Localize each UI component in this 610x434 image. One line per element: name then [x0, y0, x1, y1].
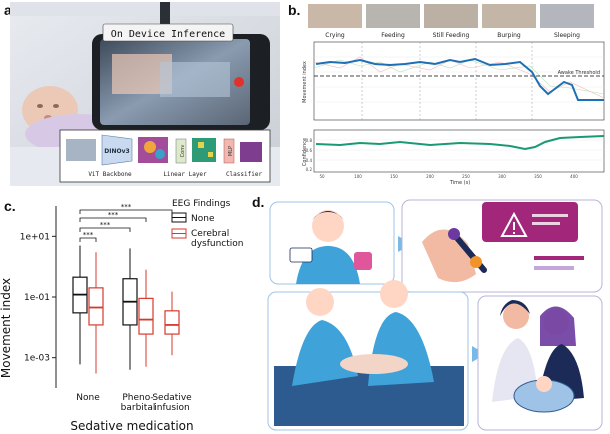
mlp-label: MLP	[228, 146, 234, 156]
significance-label: ***	[100, 221, 111, 229]
input-frame	[66, 139, 96, 161]
significance-label: ***	[83, 231, 94, 239]
frame-sleeping	[540, 4, 594, 28]
panel-a-title: On Device Inference	[111, 29, 225, 40]
y-tick-label: 1e+01	[20, 232, 50, 242]
legend-title: EEG Findings	[172, 199, 231, 209]
frame-feeding	[366, 4, 420, 28]
box-iqr	[138, 297, 154, 335]
tablet-icon	[289, 247, 313, 263]
panel-c-boxplot: Movement index Sedative medication 1e+01…	[0, 199, 244, 433]
panel-d-illustration	[267, 199, 603, 431]
confidence-ytick: 0.2	[306, 167, 313, 172]
classifier-output	[240, 142, 262, 162]
mlp-block	[223, 138, 235, 164]
confidence-line	[315, 135, 605, 151]
significance-bracket	[79, 237, 97, 242]
panel-a-photo: On Device Inference DINOv3 Conv MLP ViT …	[10, 2, 280, 186]
panel-d-label: d.	[252, 194, 265, 210]
movement-axes	[313, 41, 605, 121]
frame-label-burping: Burping	[497, 32, 521, 39]
panel-b-label: b.	[288, 2, 301, 18]
dinov3-block	[101, 134, 133, 166]
y-tick-label: 1e-03	[24, 354, 50, 364]
box-iqr	[88, 287, 104, 326]
confidence-axes	[313, 129, 605, 173]
confidence-ytick: 0.8	[306, 138, 313, 143]
doctor-head	[312, 210, 344, 242]
frame-label-crying: Crying	[325, 32, 345, 39]
time-tick: 150	[390, 174, 398, 179]
confidence-ytick: 0.6	[306, 148, 313, 153]
stage-label-backbone: ViT Backbone	[88, 171, 132, 178]
legend-label-none: None	[191, 214, 215, 224]
significance-label: ***	[121, 203, 132, 211]
significance-label: ***	[108, 211, 119, 219]
box-iqr	[164, 310, 180, 335]
significance-bracket	[79, 209, 173, 214]
warning-icon	[500, 211, 528, 237]
x-tick-label: Pheno-barbital	[121, 393, 156, 413]
movement-line	[315, 57, 604, 101]
time-tick: 350	[534, 174, 542, 179]
significance-bracket	[79, 217, 147, 222]
movement-ylabel: Movement index	[302, 61, 308, 103]
time-xlabel: Time (s)	[449, 180, 470, 186]
alert-card	[482, 202, 578, 242]
awake-threshold-label: Awake Threshold	[558, 70, 600, 76]
frame-strip: Crying Feeding Still Feeding Burping Sle…	[308, 4, 594, 39]
y-tick-label: 1e-01	[24, 293, 50, 303]
stage-label-classifier: Classifier	[226, 171, 263, 178]
time-tick: 200	[426, 174, 434, 179]
nurse-body	[292, 320, 358, 386]
time-tick: 100	[354, 174, 362, 179]
frame-crying	[308, 4, 362, 28]
conv-block	[175, 138, 187, 164]
x-tick-label: None	[76, 393, 100, 403]
time-tick: 250	[462, 174, 470, 179]
panel-c-label: c.	[4, 198, 16, 214]
frame-burping	[482, 4, 536, 28]
time-tick: 300	[498, 174, 506, 179]
frame-label-sleeping: Sleeping	[554, 32, 580, 39]
time-tick: 50	[319, 174, 325, 179]
boxplot-xlabel: Sedative medication	[70, 419, 193, 433]
frame-label-still-feeding: Still Feeding	[433, 32, 470, 39]
panel-b-figure: Crying Feeding Still Feeding Burping Sle…	[302, 4, 605, 186]
confidence-ytick: 0.4	[306, 158, 313, 163]
panel-a-label: a.	[4, 2, 16, 18]
record-button-icon	[234, 77, 244, 87]
boxplot-ylabel: Movement index	[0, 278, 13, 378]
device-icon	[354, 252, 372, 270]
stage-label-linear: Linear Layer	[163, 171, 207, 178]
conv-label: Conv	[180, 145, 186, 158]
feature-grid	[192, 138, 216, 162]
phone	[92, 34, 270, 130]
time-tick: 400	[570, 174, 578, 179]
confidence-ylabel: Confidence	[302, 138, 308, 166]
dinov3-label: DINOv3	[104, 148, 129, 155]
significance-bracket	[79, 227, 131, 232]
frame-still-feeding	[424, 4, 478, 28]
patient-icon	[340, 354, 408, 374]
frame-label-feeding: Feeding	[381, 32, 405, 39]
